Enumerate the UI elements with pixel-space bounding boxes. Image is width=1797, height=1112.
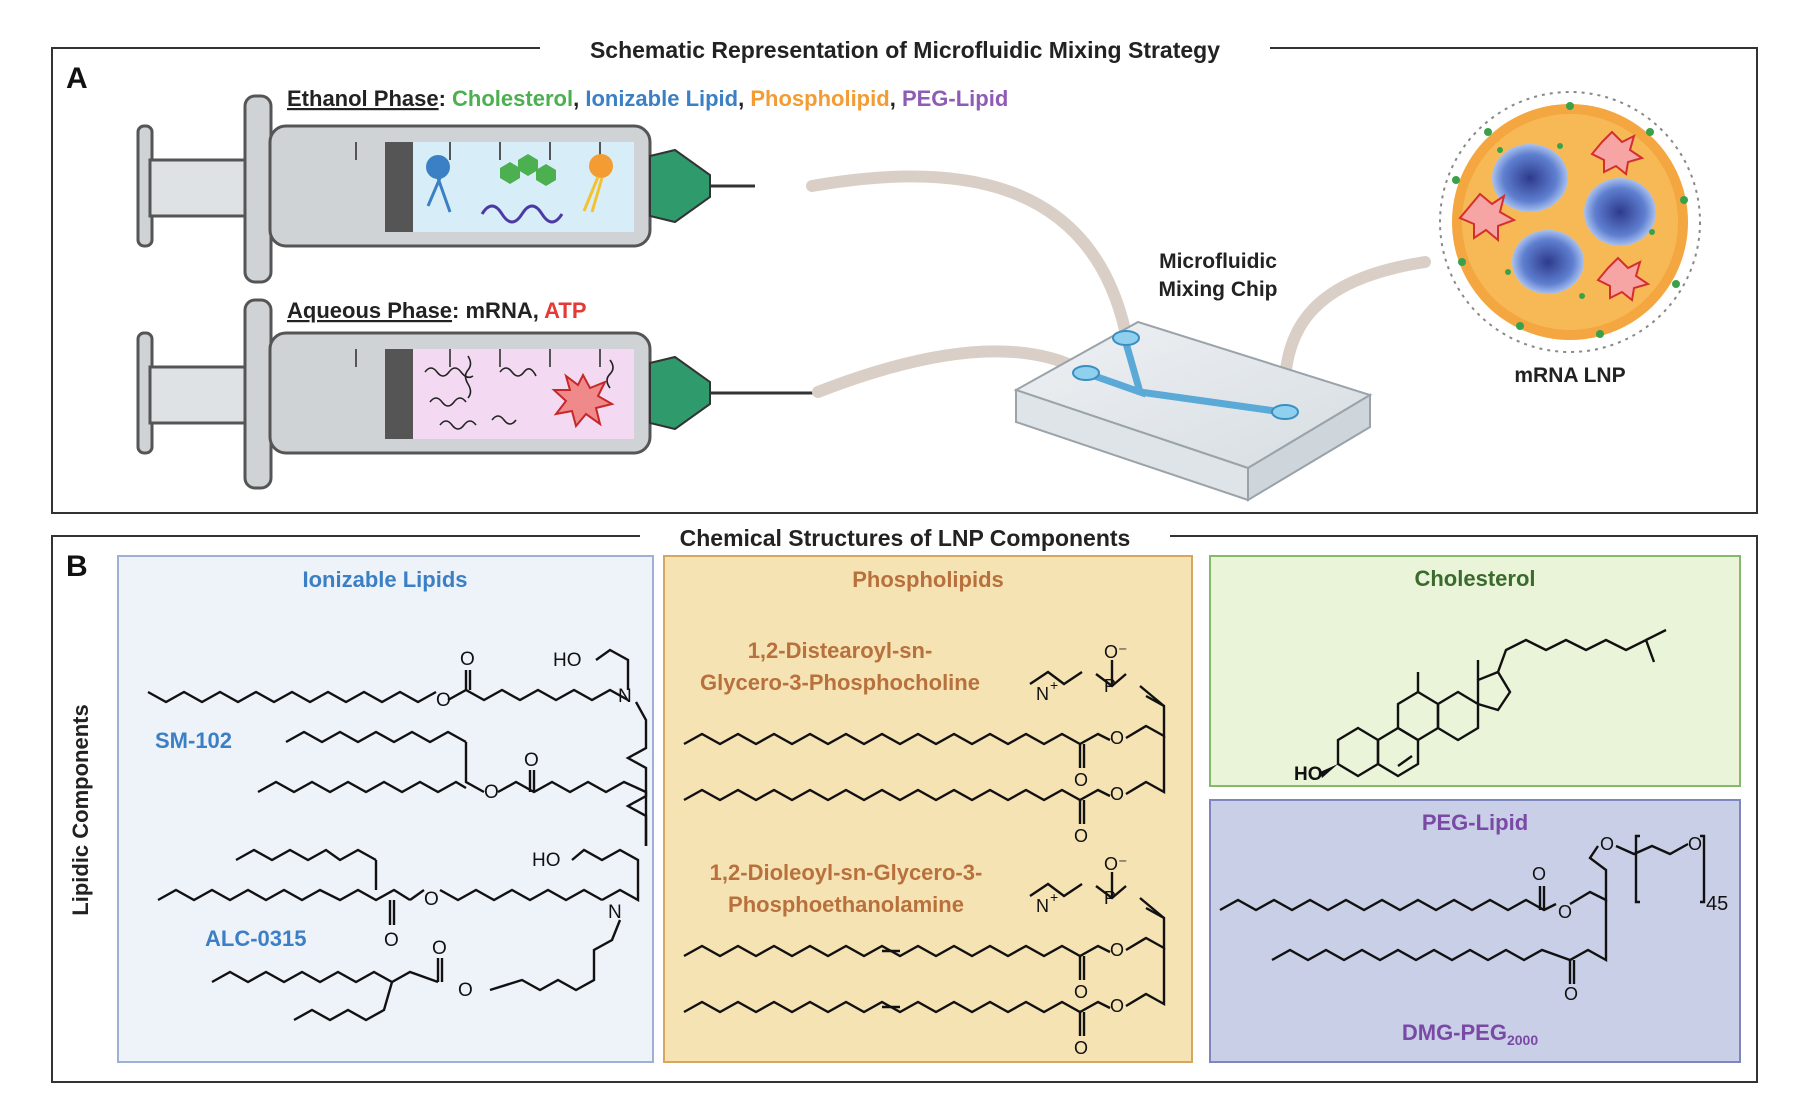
alc-ester-o2: O [458, 980, 473, 1001]
panel-a: Schematic Representation of Microfluidic… [51, 36, 1758, 514]
alc-ho: HO [532, 850, 561, 871]
alc-carbonyl-o2: O [432, 938, 447, 959]
dspc-name-line2: Glycero-3-Phosphocholine [700, 670, 980, 695]
dope-ester-o2: O [1110, 996, 1124, 1016]
panel-b-title: Chemical Structures of LNP Components [680, 525, 1131, 551]
cholesterol-title: Cholesterol [1414, 566, 1535, 591]
panel-a-title: Schematic Representation of Microfluidic… [590, 37, 1220, 63]
mrna-lnp-illustration [1439, 91, 1701, 353]
alc-ester-o: O [424, 889, 439, 910]
dspc-carbonyl-o2: O [1074, 826, 1088, 846]
dspc-p: P [1104, 676, 1116, 696]
cholesterol-ho: HO [1294, 764, 1323, 785]
dspc-n: N [1036, 684, 1049, 704]
dspc-o-minus: O⁻ [1104, 642, 1128, 662]
ethanol-phase-label: Ethanol Phase: Cholesterol, Ionizable Li… [287, 86, 1008, 111]
aqueous-phase-label: Aqueous Phase: mRNA, ATP [287, 298, 587, 323]
dope-ester-o: O [1110, 940, 1124, 960]
microfluidic-chip [1013, 320, 1373, 502]
sm102-carbonyl-o: O [460, 649, 475, 670]
sm102-n: N [618, 686, 632, 707]
dope-name-line2: Phosphoethanolamine [728, 892, 964, 917]
dspc-ester-o2: O [1110, 784, 1124, 804]
dope-plus: + [1050, 889, 1058, 905]
dspc-carbonyl-o: O [1074, 770, 1088, 790]
dope-carbonyl-o: O [1074, 982, 1088, 1002]
panel-a-letter: A [66, 62, 88, 95]
peg-lipid-box: PEG-Lipid O O O O O 45 DMG-PEG2000 [1209, 799, 1741, 1063]
peg-repeat-o: O [1688, 834, 1702, 854]
ionizable-lipids-box: Ionizable Lipids SM-102 ALC-0315 O O HO [117, 555, 654, 1063]
ionizable-lipids-title: Ionizable Lipids [302, 567, 467, 592]
sm-102-label: SM-102 [155, 728, 232, 753]
syringe-tip [649, 148, 711, 224]
sm102-ho: HO [553, 650, 582, 671]
chip-label-line2: Mixing Chip [1159, 278, 1278, 301]
cholesterol-box: Cholesterol HO [1209, 555, 1741, 787]
aqueous-syringe [136, 298, 818, 490]
sm102-ester-o2: O [484, 782, 499, 803]
dope-carbonyl-o2: O [1074, 1038, 1088, 1058]
dspc-plus: + [1050, 677, 1058, 693]
dope-n: N [1036, 896, 1049, 916]
peg-ester-o: O [1558, 902, 1572, 922]
dope-o-minus: O⁻ [1104, 854, 1128, 874]
phospholipids-box: Phospholipids 1,2-Distearoyl-sn- Glycero… [663, 555, 1193, 1063]
peg-ether-o: O [1600, 834, 1614, 854]
chip-label-line1: Microfluidic [1159, 250, 1277, 273]
ethanol-syringe [136, 94, 755, 284]
alc-carbonyl-o: O [384, 930, 399, 951]
dspc-name-line1: 1,2-Distearoyl-sn- [748, 638, 933, 663]
panel-b-letter: B [66, 550, 88, 583]
sm102-carbonyl-o2: O [524, 750, 539, 771]
dope-name-line1: 1,2-Dioleoyl-sn-Glycero-3- [710, 860, 983, 885]
phospholipids-title: Phospholipids [852, 567, 1004, 592]
tube-aqueous [812, 345, 1091, 398]
dope-p: P [1104, 888, 1116, 908]
dspc-ester-o: O [1110, 728, 1124, 748]
alc-0315-label: ALC-0315 [205, 926, 306, 951]
panel-b: Chemical Structures of LNP Components B … [51, 524, 1758, 1083]
lnp-label: mRNA LNP [1514, 364, 1625, 387]
sm102-ester-o: O [436, 690, 451, 711]
peg-lipid-title: PEG-Lipid [1422, 810, 1528, 835]
peg-carbonyl-o: O [1532, 864, 1546, 884]
dmg-peg2000-label: DMG-PEG2000 [1402, 1020, 1538, 1048]
peg-repeat-count: 45 [1706, 893, 1728, 915]
alc-n: N [608, 902, 622, 923]
lipidic-components-label: Lipidic Components [68, 704, 93, 915]
tube-ethanol [806, 170, 1131, 336]
peg-carbonyl-o2: O [1564, 984, 1578, 1004]
